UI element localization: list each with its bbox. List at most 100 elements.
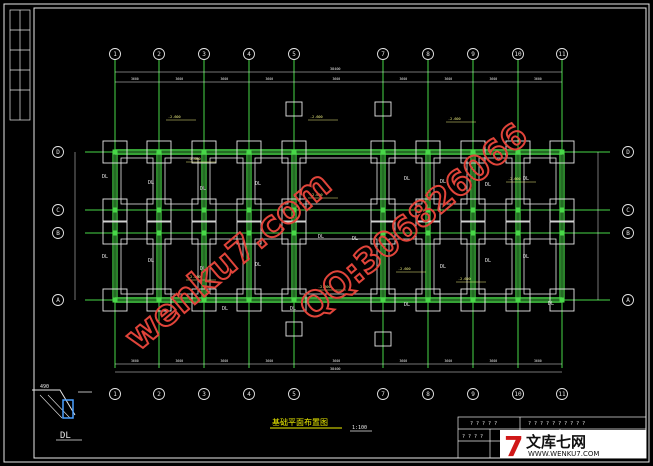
- footing-pad: [505, 288, 531, 312]
- column-stub: [156, 149, 162, 155]
- column-stub: [291, 149, 297, 155]
- axis-right-bubble-circle: [622, 294, 634, 306]
- bay-dimension-text: 3600: [221, 359, 229, 363]
- bay-dimension-text: 3600: [445, 359, 453, 363]
- column-stub: [425, 297, 431, 303]
- wall-outline: [433, 157, 468, 205]
- axis-left-bubble-circle: [52, 204, 64, 216]
- axis-left-bubble-circle: [52, 227, 64, 239]
- bay-dimension-text: 3600: [221, 77, 229, 81]
- footing-label: DL: [352, 236, 358, 242]
- axis-right-bubble-text: B: [626, 230, 630, 237]
- title-block-row3: ? ? ? ?: [462, 434, 483, 440]
- column-stub: [559, 297, 565, 303]
- column-stub: [112, 230, 118, 236]
- wall-outline: [523, 238, 557, 295]
- axis-top-bubble-text: 2: [157, 51, 161, 58]
- foundation-detail: 490 DL: [32, 384, 92, 441]
- footing-pad: [505, 140, 531, 164]
- dimension-text: 38400: [330, 67, 341, 71]
- column-stub: [246, 207, 252, 213]
- column-stub: [515, 149, 521, 155]
- logo-url-text: WWW.WENKU7.COM: [528, 450, 599, 458]
- pit-outline: [285, 321, 303, 337]
- footing-label: DL: [148, 258, 154, 264]
- axis-left-bubble-text: D: [56, 149, 60, 156]
- column-stub: [291, 230, 297, 236]
- footing-pad: [146, 221, 172, 245]
- elevation-label: -2.600: [168, 115, 181, 119]
- wall-outline: [254, 238, 289, 295]
- footing-label: DL: [290, 306, 296, 312]
- axis-bottom-bubble-text: 8: [426, 391, 430, 398]
- column-stub: [112, 297, 118, 303]
- title-block-row1: ? ? ? ? ?: [470, 421, 497, 427]
- wall-outline: [299, 157, 378, 205]
- elevation-label: -2.600: [188, 157, 201, 161]
- column-stub: [156, 207, 162, 213]
- dimension-text: 38400: [330, 367, 341, 371]
- wall-outline: [299, 238, 378, 295]
- wall-outline: [209, 238, 244, 295]
- wall-outline: [478, 157, 513, 205]
- footing-pad: [370, 198, 396, 222]
- sheet-border: [3, 3, 650, 463]
- footing-label: DL: [523, 176, 529, 182]
- footing-pad: [370, 140, 396, 164]
- footing-pad: [549, 288, 575, 312]
- column-stub: [380, 297, 386, 303]
- logo-cn-text: 文库七网: [526, 433, 586, 451]
- column-stub: [246, 297, 252, 303]
- pit-outline: [285, 101, 303, 117]
- footing-pad: [415, 221, 441, 245]
- footing-pad: [460, 288, 486, 312]
- footing-label: DL: [200, 186, 206, 192]
- column-stub: [559, 149, 565, 155]
- column-stub: [201, 149, 207, 155]
- detail-label: DL: [60, 431, 71, 441]
- bay-dimension-text: 3600: [400, 77, 408, 81]
- axis-top-bubble-text: 10: [514, 51, 522, 58]
- footing-pad: [191, 288, 217, 312]
- wall-outline: [120, 238, 154, 295]
- axis-bottom-bubble-text: 5: [292, 391, 296, 398]
- axis-right-bubble-text: A: [626, 297, 630, 304]
- axis-bottom-bubble-text: 2: [157, 391, 161, 398]
- footing-pad: [460, 140, 486, 164]
- footing-label: DL: [485, 258, 491, 264]
- footing-label: DL: [255, 181, 261, 187]
- bay-dimension-text: 3600: [131, 77, 139, 81]
- axis-top-bubble-circle: [198, 48, 210, 60]
- elevation-label: -2.600: [310, 115, 323, 119]
- drawing-title-group: 基础平面布置图 1:100: [270, 417, 372, 432]
- footing-pad: [505, 198, 531, 222]
- axis-bottom-bubble-text: 9: [471, 391, 475, 398]
- bay-dimension-text: 3600: [176, 359, 184, 363]
- bay-dimension-text: 3600: [490, 359, 498, 363]
- axis-top-bubble-circle: [109, 48, 121, 60]
- axis-top-bubble-text: 9: [471, 51, 475, 58]
- logo-number-icon: 7: [504, 430, 523, 463]
- axis-bottom-bubble-circle: [467, 388, 479, 400]
- column-stub: [425, 149, 431, 155]
- footing-pad: [236, 198, 262, 222]
- wall-outline: [254, 157, 289, 205]
- elevation-label: -2.600: [458, 277, 471, 281]
- axis-bottom-bubble-circle: [109, 388, 121, 400]
- footing-pad: [549, 198, 575, 222]
- axis-top-bubble-text: 4: [247, 51, 251, 58]
- binding-strip: [9, 9, 31, 121]
- footing-pad: [415, 198, 441, 222]
- column-stub: [470, 149, 476, 155]
- wall-outline: [120, 157, 154, 205]
- axis-top-bubble-text: 1: [113, 51, 117, 58]
- axis-bottom-bubble-circle: [198, 388, 210, 400]
- watermark-right: QQ:306826066: [291, 114, 537, 329]
- footing-pad: [102, 198, 128, 222]
- column-stub: [515, 297, 521, 303]
- axis-top-bubble-text: 5: [292, 51, 296, 58]
- footing-pad: [236, 221, 262, 245]
- axis-left-bubble-circle: [52, 146, 64, 158]
